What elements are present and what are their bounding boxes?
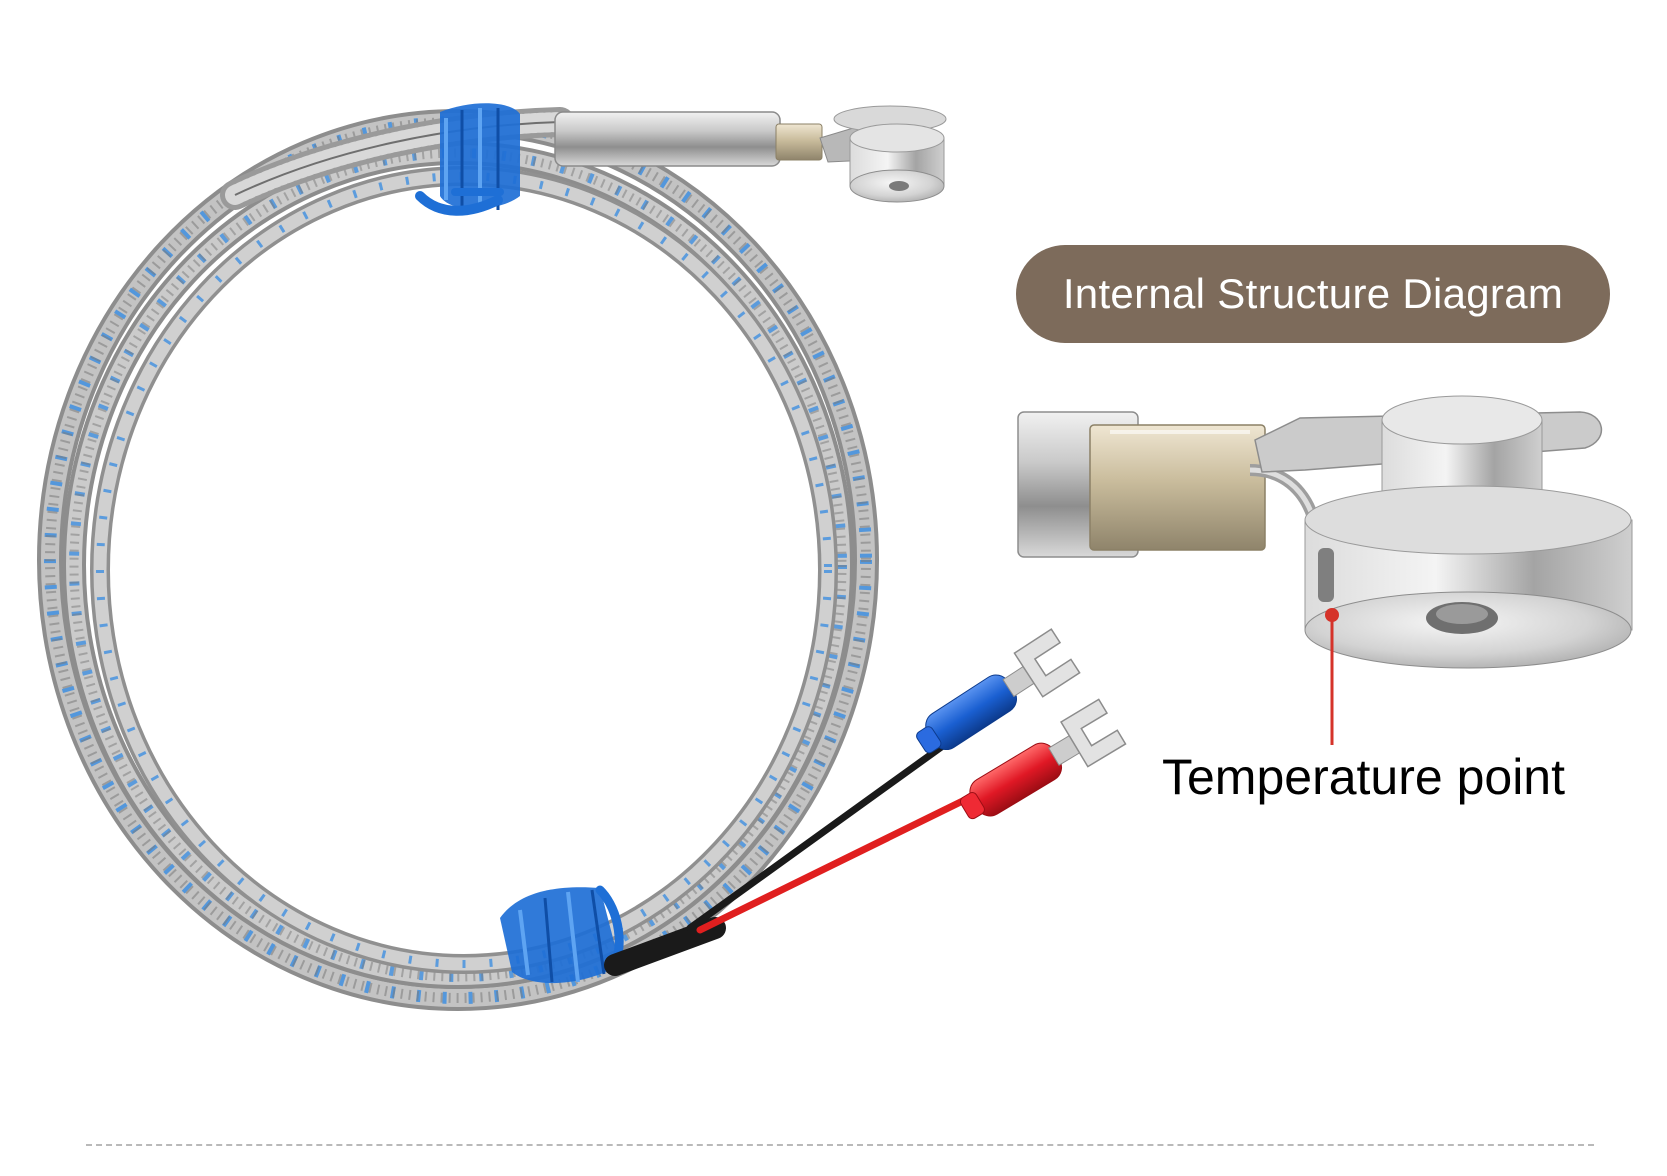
sensor-closeup — [1017, 395, 1633, 669]
lead-wires — [604, 731, 989, 976]
cable-tie-top — [415, 103, 520, 216]
temperature-point-marker — [1325, 608, 1339, 745]
ring-lug-sensor — [833, 105, 947, 203]
blue-spade-terminal — [916, 628, 1081, 754]
cable-tie-bottom — [500, 885, 624, 984]
dashed-divider — [86, 1144, 1594, 1146]
probe-tube — [554, 111, 871, 167]
braided-cable — [37, 109, 879, 1011]
temperature-point-label: Temperature point — [1162, 749, 1566, 805]
internal-structure-title: Internal Structure Diagram — [1016, 245, 1610, 343]
red-spade-terminal — [959, 698, 1127, 820]
